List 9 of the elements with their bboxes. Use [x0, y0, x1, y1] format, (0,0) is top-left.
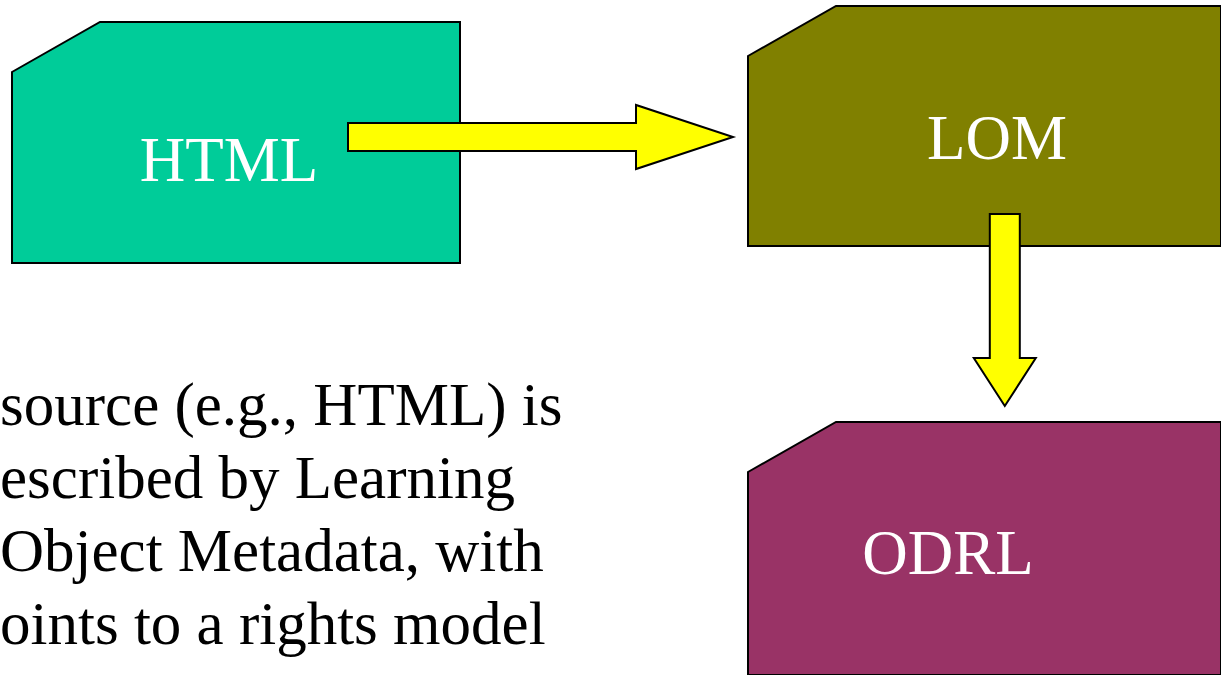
- block-arrow: [971, 213, 1038, 408]
- box-label: HTML: [139, 123, 319, 197]
- box-label: ODRL: [862, 516, 1034, 590]
- snipped-corner-box: [747, 421, 1221, 675]
- snipped-corner-box: [747, 5, 1221, 247]
- block-arrow: [347, 103, 737, 171]
- description-text: source (e.g., HTML) is escribed by Learning Object Metadata, with oints to a rights model: [0, 370, 564, 659]
- box-label: LOM: [927, 101, 1067, 175]
- snipped-corner-box: [11, 21, 461, 264]
